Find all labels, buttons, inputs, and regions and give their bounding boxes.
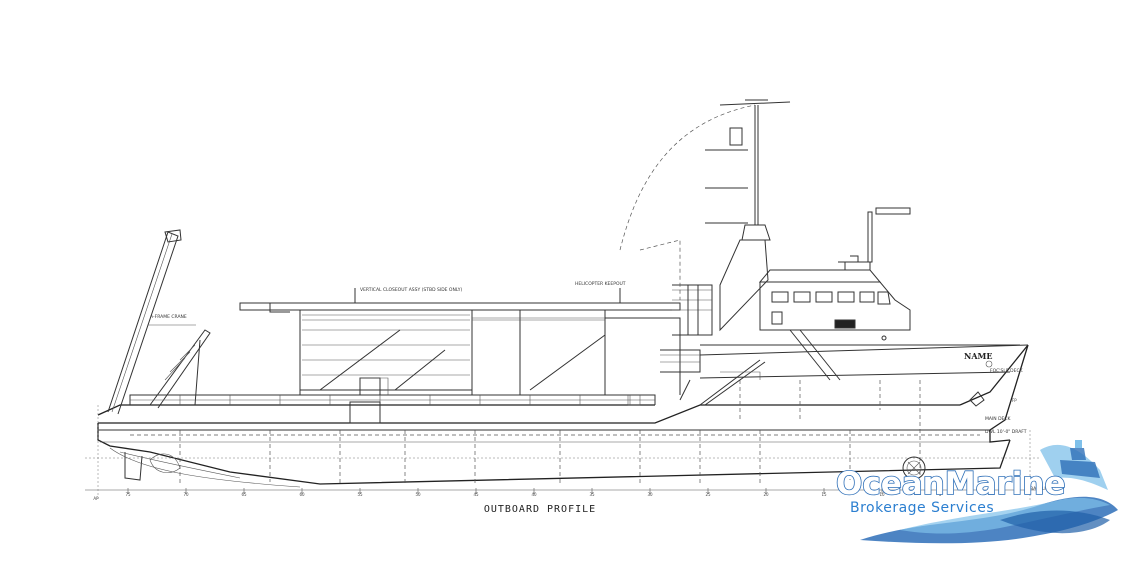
fp-label: FP — [1012, 398, 1017, 403]
frame-number: 65 — [241, 492, 247, 497]
frame-number: 60 — [299, 492, 305, 497]
frame-number: 40 — [531, 492, 537, 497]
baseline-label: BASELINE — [1030, 486, 1052, 492]
deck-labels: NAME FOC'SLE DECK MAIN DECK DWL 10'-0" D… — [964, 351, 1052, 492]
drawing-title: OUTBOARD PROFILE — [484, 504, 596, 515]
a-frame-crane-label: A-FRAME CRANE — [150, 314, 187, 320]
frame-number: 30 — [647, 492, 653, 497]
helicopter-keepout-label: HELICOPTER KEEPOUT — [575, 281, 626, 287]
masts — [619, 99, 911, 300]
frame-number: 55 — [357, 492, 363, 497]
foc-sle-deck-label: FOC'SLE DECK — [990, 368, 1024, 374]
frame-ticks — [97, 405, 1031, 500]
main-deck-label: MAIN DECK — [985, 416, 1012, 422]
vessel-name-label: NAME — [964, 351, 992, 361]
logo-tagline: Brokerage Services — [850, 500, 994, 516]
frame-number: 10 — [879, 492, 885, 497]
hull — [85, 344, 1040, 491]
frame-number: 5 — [939, 492, 942, 497]
ocean-marine-logo: OceanMarine Brokerage Services — [835, 440, 1118, 544]
frame-number: 75 — [125, 492, 131, 497]
dwl-label: DWL 10'-0" DRAFT — [985, 429, 1027, 435]
frame-number: 70 — [183, 492, 189, 497]
ship-wave-icon — [860, 440, 1118, 544]
superstructure — [660, 224, 1020, 407]
bow-thruster — [902, 456, 926, 480]
frame-number: 15 — [821, 492, 827, 497]
a-frame-crane: A-FRAME CRANE — [107, 229, 211, 415]
vertical-closeout-label: VERTICAL CLOSEOUT ASSY (STBD SIDE ONLY) — [360, 287, 463, 293]
frame-number: 20 — [763, 492, 769, 497]
logo-name: OceanMarine — [836, 466, 1066, 502]
frame-number: 45 — [473, 492, 479, 497]
frame-numbers: 75 70 65 60 55 50 45 40 35 30 25 20 15 1… — [93, 398, 1017, 501]
hangar-structure: VERTICAL CLOSEOUT ASSY (STBD SIDE ONLY) … — [239, 281, 681, 395]
frame-number: 35 — [589, 492, 595, 497]
aft-deck — [129, 377, 656, 424]
frame-number: 25 — [705, 492, 711, 497]
bulkheads — [130, 380, 980, 485]
frame-number: 50 — [415, 492, 421, 497]
ap-label: AP — [93, 496, 99, 501]
